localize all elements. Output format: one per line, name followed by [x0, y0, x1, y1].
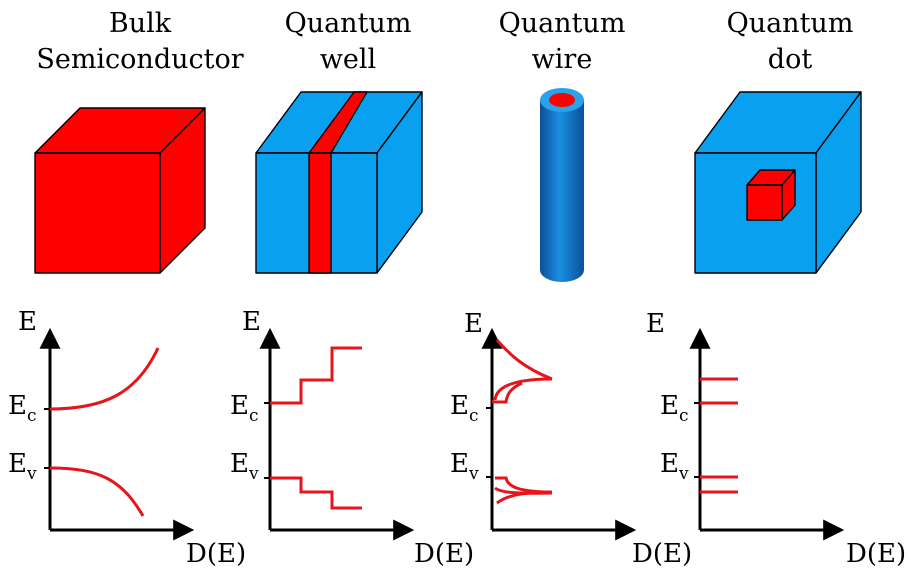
wire-cylinder	[540, 88, 584, 282]
bulk-conduction-curve	[50, 348, 158, 409]
title-bulk-line2: Semiconductor	[36, 44, 243, 75]
wire-conduction-peak-1	[495, 379, 552, 400]
well-dos-plot: E D(E) Ec Ev	[230, 307, 474, 569]
dot-dos-label: D(E)	[846, 539, 906, 569]
title-wire-line2: wire	[532, 44, 593, 75]
wire-core	[549, 93, 575, 107]
dot-energy-label: E	[646, 309, 665, 339]
bulk-valence-curve	[50, 468, 143, 516]
wire-body	[540, 100, 584, 282]
wire-dos-plot: E D(E) Ec Ev	[450, 309, 692, 569]
title-well-line1: Quantum	[285, 8, 412, 39]
bulk-cube-front	[35, 153, 160, 273]
bulk-energy-label: E	[18, 307, 37, 337]
dot-small-front	[747, 185, 782, 220]
title-wire-line1: Quantum	[499, 8, 626, 39]
title-dot-line1: Quantum	[727, 8, 854, 39]
wire-ec-label: Ec	[450, 391, 479, 426]
well-ev-label: Ev	[230, 449, 259, 484]
dot-ec-label: Ec	[660, 391, 689, 426]
title-dot-line2: dot	[768, 44, 813, 75]
well-conduction-steps	[270, 348, 362, 403]
dot-ev-label: Ev	[660, 449, 689, 484]
well-cube	[256, 92, 422, 273]
title-well-line2: well	[320, 44, 376, 75]
bulk-ec-label: Ec	[8, 391, 37, 426]
bulk-cube	[35, 108, 205, 273]
wire-energy-label: E	[464, 309, 483, 339]
dot-cube	[695, 92, 861, 273]
well-dos-label: D(E)	[414, 539, 474, 569]
wire-ev-label: Ev	[450, 449, 479, 484]
bulk-dos-plot: E D(E) Ec Ev	[8, 307, 246, 569]
bulk-ev-label: Ev	[8, 449, 37, 484]
wire-dos-label: D(E)	[632, 539, 692, 569]
well-energy-label: E	[242, 307, 261, 337]
bulk-dos-label: D(E)	[186, 539, 246, 569]
well-layer-front	[309, 153, 331, 273]
dot-dos-plot: E D(E) Ec Ev	[646, 309, 906, 569]
wire-conduction-upper	[497, 340, 552, 379]
well-ec-label: Ec	[230, 391, 259, 426]
well-valence-steps	[270, 478, 362, 508]
wire-valence-lower	[497, 493, 530, 503]
title-bulk-line1: Bulk	[109, 8, 172, 39]
